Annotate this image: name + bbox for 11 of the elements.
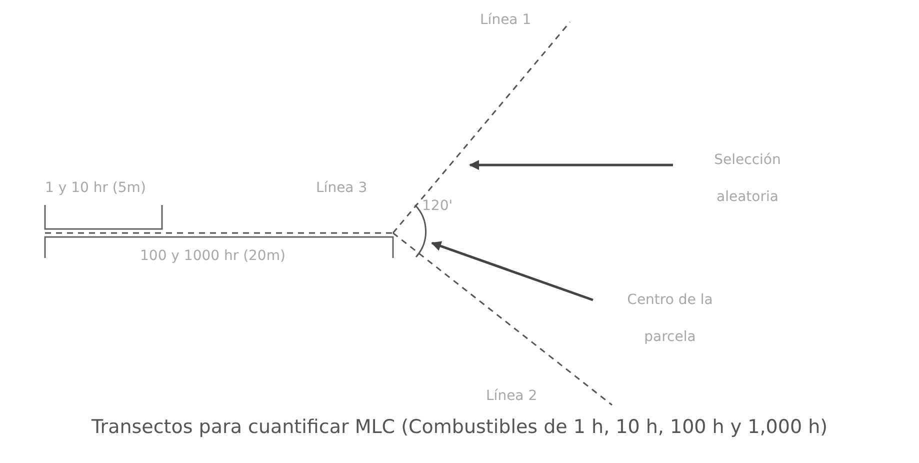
line-label: Línea 1: [480, 11, 532, 30]
arrow: [469, 160, 673, 170]
line-label: Línea 2: [486, 387, 538, 406]
dimension-label: 100 y 1000 hr (20m): [140, 247, 286, 266]
callout-text: Selección aleatoria: [700, 142, 795, 216]
dimension-label: 1 y 10 hr (5m): [45, 179, 146, 198]
arrow: [431, 241, 594, 302]
callout-text: Centro de la parcela: [610, 282, 730, 356]
angle-label: 120': [422, 197, 453, 216]
caption: Transectos para cuantificar MLC (Combustibles de 1 h, 10 h, 100 h y 1,000 h): [90, 416, 829, 438]
line-label: Línea 3: [316, 179, 368, 198]
